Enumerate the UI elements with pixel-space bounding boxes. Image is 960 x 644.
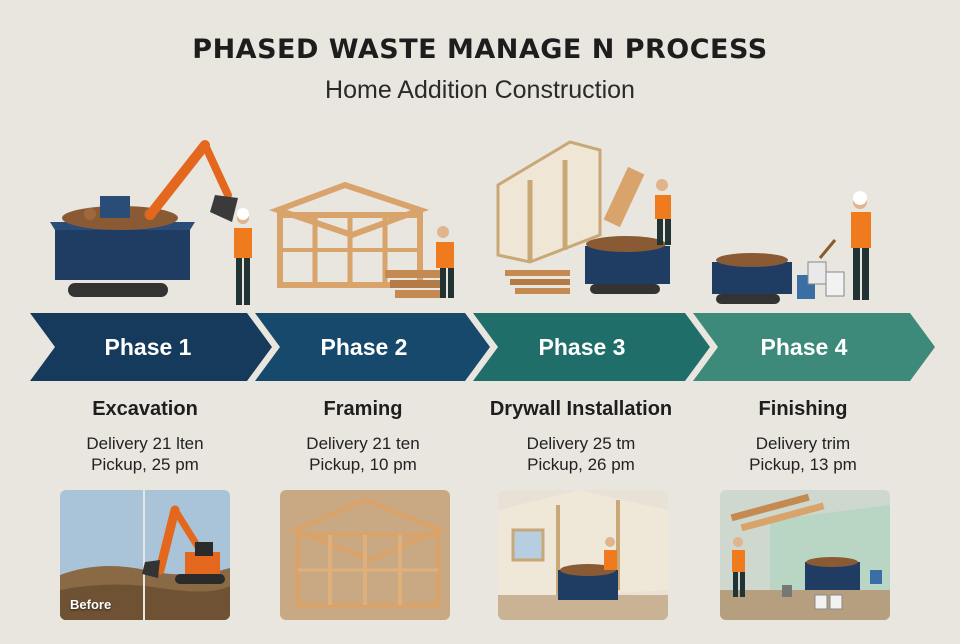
phase-2-arrow xyxy=(255,313,490,381)
phase-2-label: Phase 2 xyxy=(320,334,408,360)
phase-illustrations xyxy=(50,140,871,305)
phase-1-arrow xyxy=(30,313,272,381)
phase-name: Finishing xyxy=(758,398,848,420)
excavator-dumpster-illustration xyxy=(50,140,252,305)
phase-name: Drywall Installation xyxy=(489,398,673,420)
phase-2-details: Framing Delivery 21 ten Pickup, 10 pm xyxy=(248,398,478,475)
phase-pickup: Pickup, 10 pm xyxy=(309,455,417,474)
phase-3-photo xyxy=(498,490,668,620)
phase-delivery: Delivery 21 ten xyxy=(306,434,420,453)
phase-pickup: Pickup, 25 pm xyxy=(91,455,199,474)
drywall-illustration xyxy=(496,140,671,294)
phase-2-photo xyxy=(280,490,450,620)
phase-3-details: Drywall Installation Delivery 25 tm Pick… xyxy=(466,398,696,475)
phase-4-photo xyxy=(720,490,890,620)
finishing-illustration xyxy=(712,191,871,304)
phase-4-arrow xyxy=(693,313,935,381)
phase-1-label: Phase 1 xyxy=(104,334,192,360)
phase-delivery: Delivery 21 lten xyxy=(86,434,204,453)
page-title: PHASED WASTE MANAGE N PROCESS xyxy=(192,34,768,65)
phase-arrow-banner xyxy=(30,313,935,381)
framing-illustration xyxy=(269,181,454,298)
phase-3-arrow xyxy=(473,313,710,381)
phase-1-photo: Before xyxy=(60,490,230,620)
phase-pickup: Pickup, 13 pm xyxy=(749,455,857,474)
phase-name: Excavation xyxy=(92,398,198,420)
phase-4-details: Finishing Delivery trim Pickup, 13 pm xyxy=(688,398,918,475)
phase-pickup: Pickup, 26 pm xyxy=(527,455,635,474)
phase-1-details: Excavation Delivery 21 lten Pickup, 25 p… xyxy=(30,398,260,475)
phase-delivery: Delivery 25 tm xyxy=(526,434,636,453)
before-label: Before xyxy=(70,597,112,612)
page-subtitle: Home Addition Construction xyxy=(325,76,635,104)
phase-delivery: Delivery trim xyxy=(755,434,851,453)
phase-name: Framing xyxy=(323,398,403,420)
phase-3-label: Phase 3 xyxy=(538,334,626,360)
phase-4-label: Phase 4 xyxy=(760,334,848,360)
